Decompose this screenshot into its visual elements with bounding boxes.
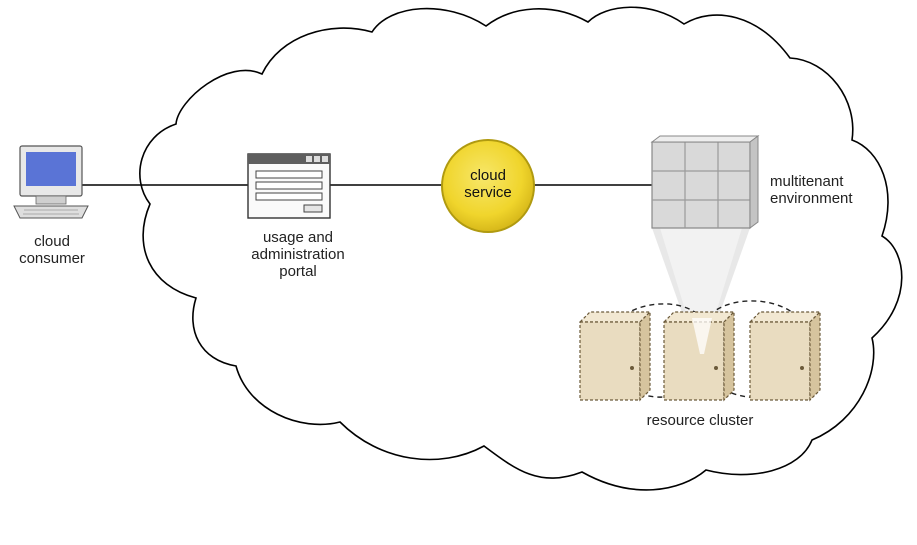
cloud-consumer-label-line-1: cloud [34, 233, 70, 250]
resource-cluster-label-text: resource cluster [646, 412, 754, 429]
multitenant-environment-label: multitenant environment [770, 173, 890, 207]
cloud-service-label: cloud service [431, 167, 545, 201]
cloud-service-label-line-1: cloud [470, 167, 506, 184]
cloud-consumer-label-line-2: consumer [19, 250, 85, 267]
portal-label: usage and administration portal [236, 229, 360, 280]
server-box-1 [578, 310, 652, 402]
multitenant-environment-label-line-2: environment [770, 190, 853, 207]
portal-label-line-2: administration [251, 246, 345, 263]
cloud-consumer-label: cloud consumer [4, 233, 100, 267]
multitenant-grid-icon [650, 135, 760, 229]
server-box-2 [662, 310, 736, 402]
computer-icon [13, 145, 89, 219]
portal-label-line-3: portal [279, 263, 317, 280]
portal-window-icon [247, 153, 331, 219]
server-box-3 [748, 310, 822, 402]
portal-label-line-1: usage and [262, 229, 334, 246]
cloud-service-label-line-2: service [464, 184, 512, 201]
multitenant-environment-label-line-1: multitenant [770, 173, 844, 190]
resource-cluster-label: resource cluster [618, 412, 782, 429]
cloud-service-node [441, 139, 535, 233]
